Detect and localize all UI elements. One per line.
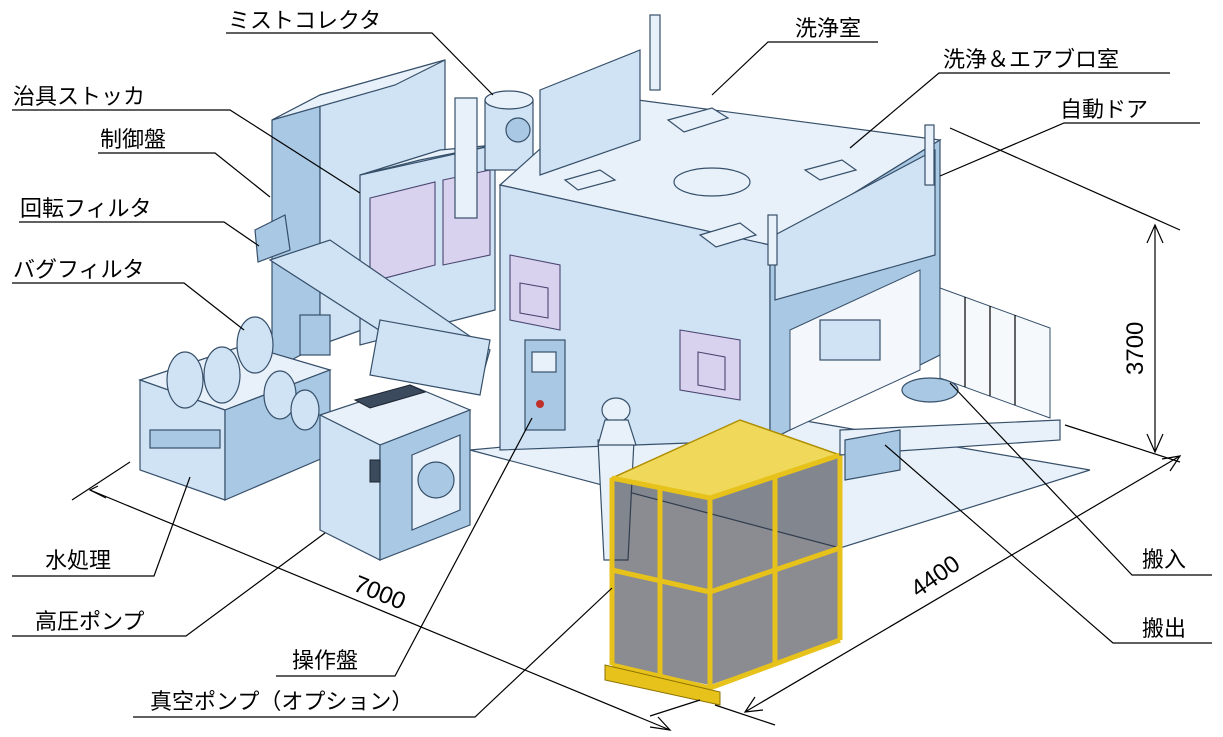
label-carry-out: 搬出 [1142, 617, 1186, 642]
leader-lines [12, 32, 1212, 718]
label-bag-filter: バグフィルタ [13, 258, 145, 283]
conveyor-chute [254, 214, 491, 396]
label-carry-in: 搬入 [1142, 548, 1186, 573]
label-jig-stocker: 治具ストッカ [13, 85, 145, 110]
main-enclosure [498, 14, 942, 451]
high-pressure-pump [318, 384, 472, 561]
label-rotary-filter: 回転フィルタ [20, 197, 152, 222]
label-water-treatment: 水処理 [45, 549, 111, 574]
label-wash-air-blow-room: 洗浄＆エアブロ室 [943, 48, 1119, 73]
label-high-pressure-pump: 高圧ポンプ [35, 610, 144, 635]
vacuum-pump-cage [604, 419, 843, 706]
machine-illustration [138, 14, 1091, 706]
carry-station [819, 287, 1061, 481]
dimension-width: 7000 [350, 571, 410, 616]
label-control-panel: 制御盤 [100, 128, 166, 153]
dimension-lines [71, 127, 1182, 731]
dimension-height: 3700 [1122, 322, 1149, 375]
mist-collector [454, 90, 534, 219]
dimension-depth: 4400 [906, 550, 965, 603]
label-operation-panel: 操作盤 [292, 649, 358, 674]
water-treatment-unit [138, 314, 332, 501]
label-auto-door: 自動ドア [1060, 98, 1148, 123]
label-vacuum-pump-option: 真空ポンプ（オプション） [150, 690, 413, 715]
label-mist-collector: ミストコレクタ [228, 9, 381, 34]
label-washing-room: 洗浄室 [795, 17, 861, 42]
